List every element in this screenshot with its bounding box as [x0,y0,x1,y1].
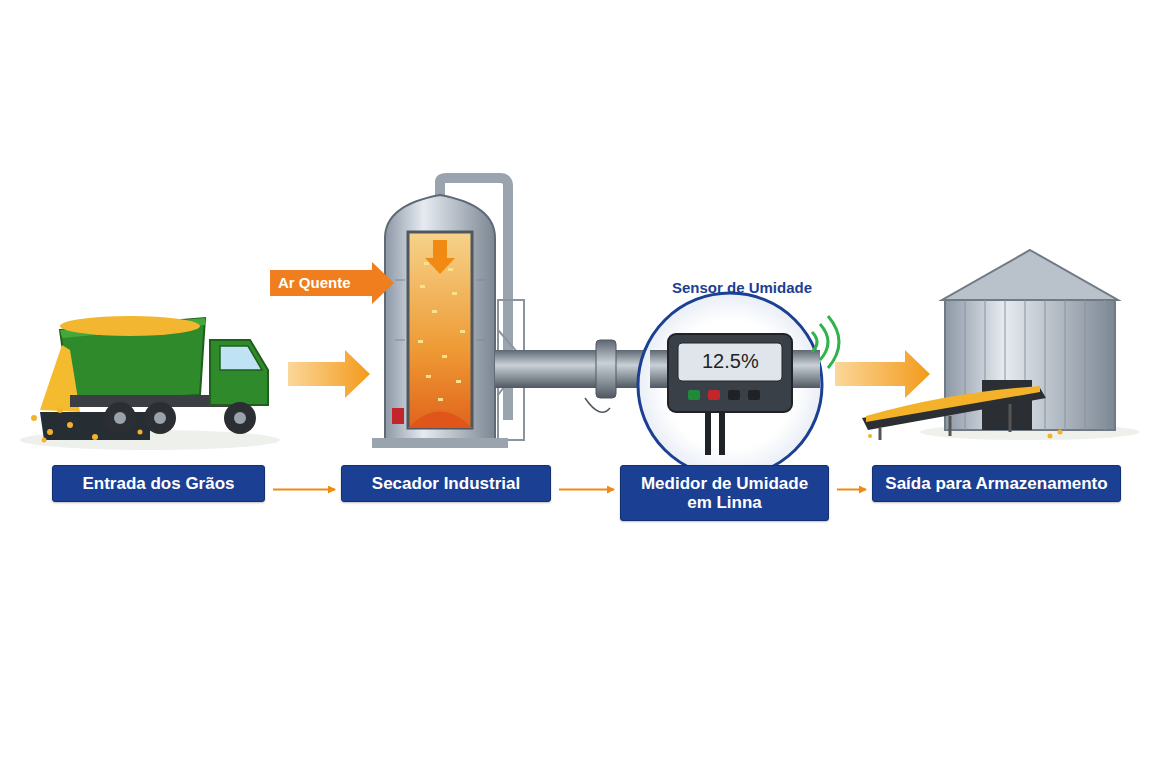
flow-connector [837,489,866,491]
stage-box: Entrada dos Grãos [52,465,265,502]
stage-label: Saída para Armazenamento [885,474,1107,493]
stage-label: Medidor de Umidade em Linna [631,474,818,512]
storage-silo [862,250,1140,440]
pipe [495,350,655,388]
stage-box: Saída para Armazenamento [872,465,1121,502]
sensor-title: Sensor de Umidade [672,279,812,296]
pipe-flange [596,340,616,398]
stage-label: Entrada dos Grãos [82,474,234,493]
industrial-dryer [372,178,524,448]
stage-box: Secador Industrial [341,465,551,502]
hot-air-label: Ar Quente [278,274,351,291]
flow-connector [273,489,335,491]
flow-arrow [288,350,370,398]
stage-label: Secador Industrial [372,474,520,493]
flow-arrow [835,350,930,398]
grain-truck [20,316,280,450]
moisture-reading: 12.5% [702,350,759,373]
flow-connector [559,489,614,491]
sensor-callout [638,293,822,477]
hot-air-arrow [270,262,394,304]
stage-box: Medidor de Umidade em Linna [620,465,829,521]
moisture-sensor [585,316,839,455]
